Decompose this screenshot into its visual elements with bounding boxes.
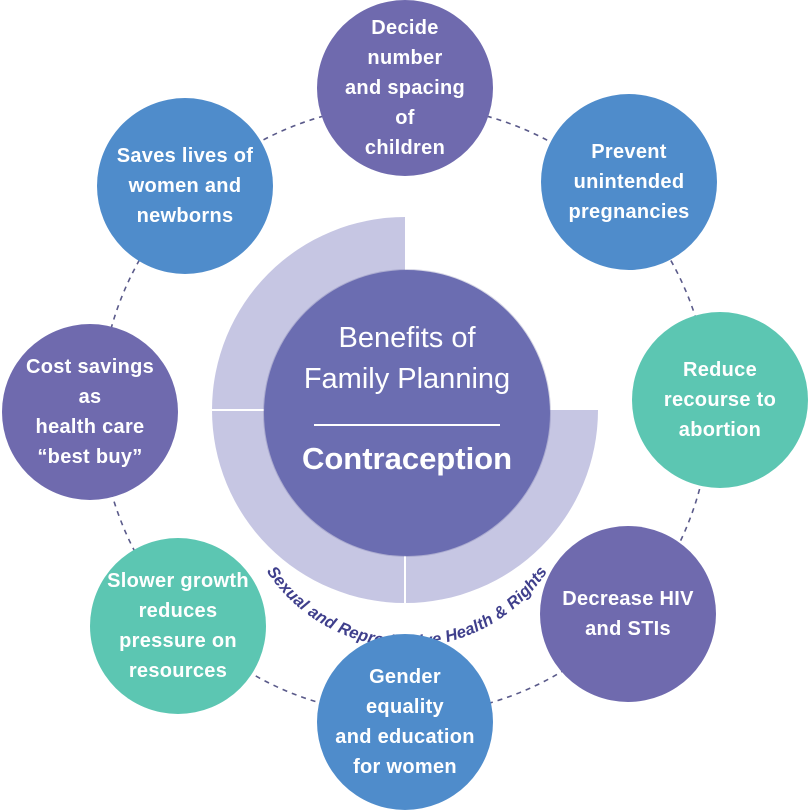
benefit-circle-reduce-abortion: Reduce recourse to abortion [632, 312, 808, 488]
benefit-label: Reduce recourse to abortion [663, 359, 777, 441]
center-circle: Benefits of Family Planning Contraceptio… [264, 270, 550, 556]
center-divider [314, 424, 500, 426]
benefit-circle-gender-equality: Gender equality and education for women [317, 634, 493, 810]
benefit-label: Decrease HIV and STIs [562, 588, 694, 640]
benefit-label: Slower growth reduces pressure on resour… [107, 570, 249, 682]
benefit-label: Prevent unintended pregnancies [568, 141, 690, 223]
benefit-circle-decrease-hiv: Decrease HIV and STIs [540, 526, 716, 702]
benefit-circle-slower-growth: Slower growth reduces pressure on resour… [90, 538, 266, 714]
benefit-circle-cost-savings: Cost savings as health care “best buy” [2, 324, 178, 500]
benefit-label: Gender equality and education for women [335, 666, 475, 778]
center-subtitle: Contraception [301, 441, 513, 476]
center-title: Benefits of Family Planning [303, 322, 511, 396]
benefit-label: Decide number and spacing of children [345, 17, 465, 159]
benefit-circle-decide-number: Decide number and spacing of children [317, 0, 493, 176]
benefit-label: Cost savings as health care “best buy” [25, 356, 155, 468]
benefit-circle-prevent-pregnancies: Prevent unintended pregnancies [541, 94, 717, 270]
benefit-circle-saves-lives: Saves lives of women and newborns [97, 98, 273, 274]
benefit-label: Saves lives of women and newborns [116, 145, 254, 227]
